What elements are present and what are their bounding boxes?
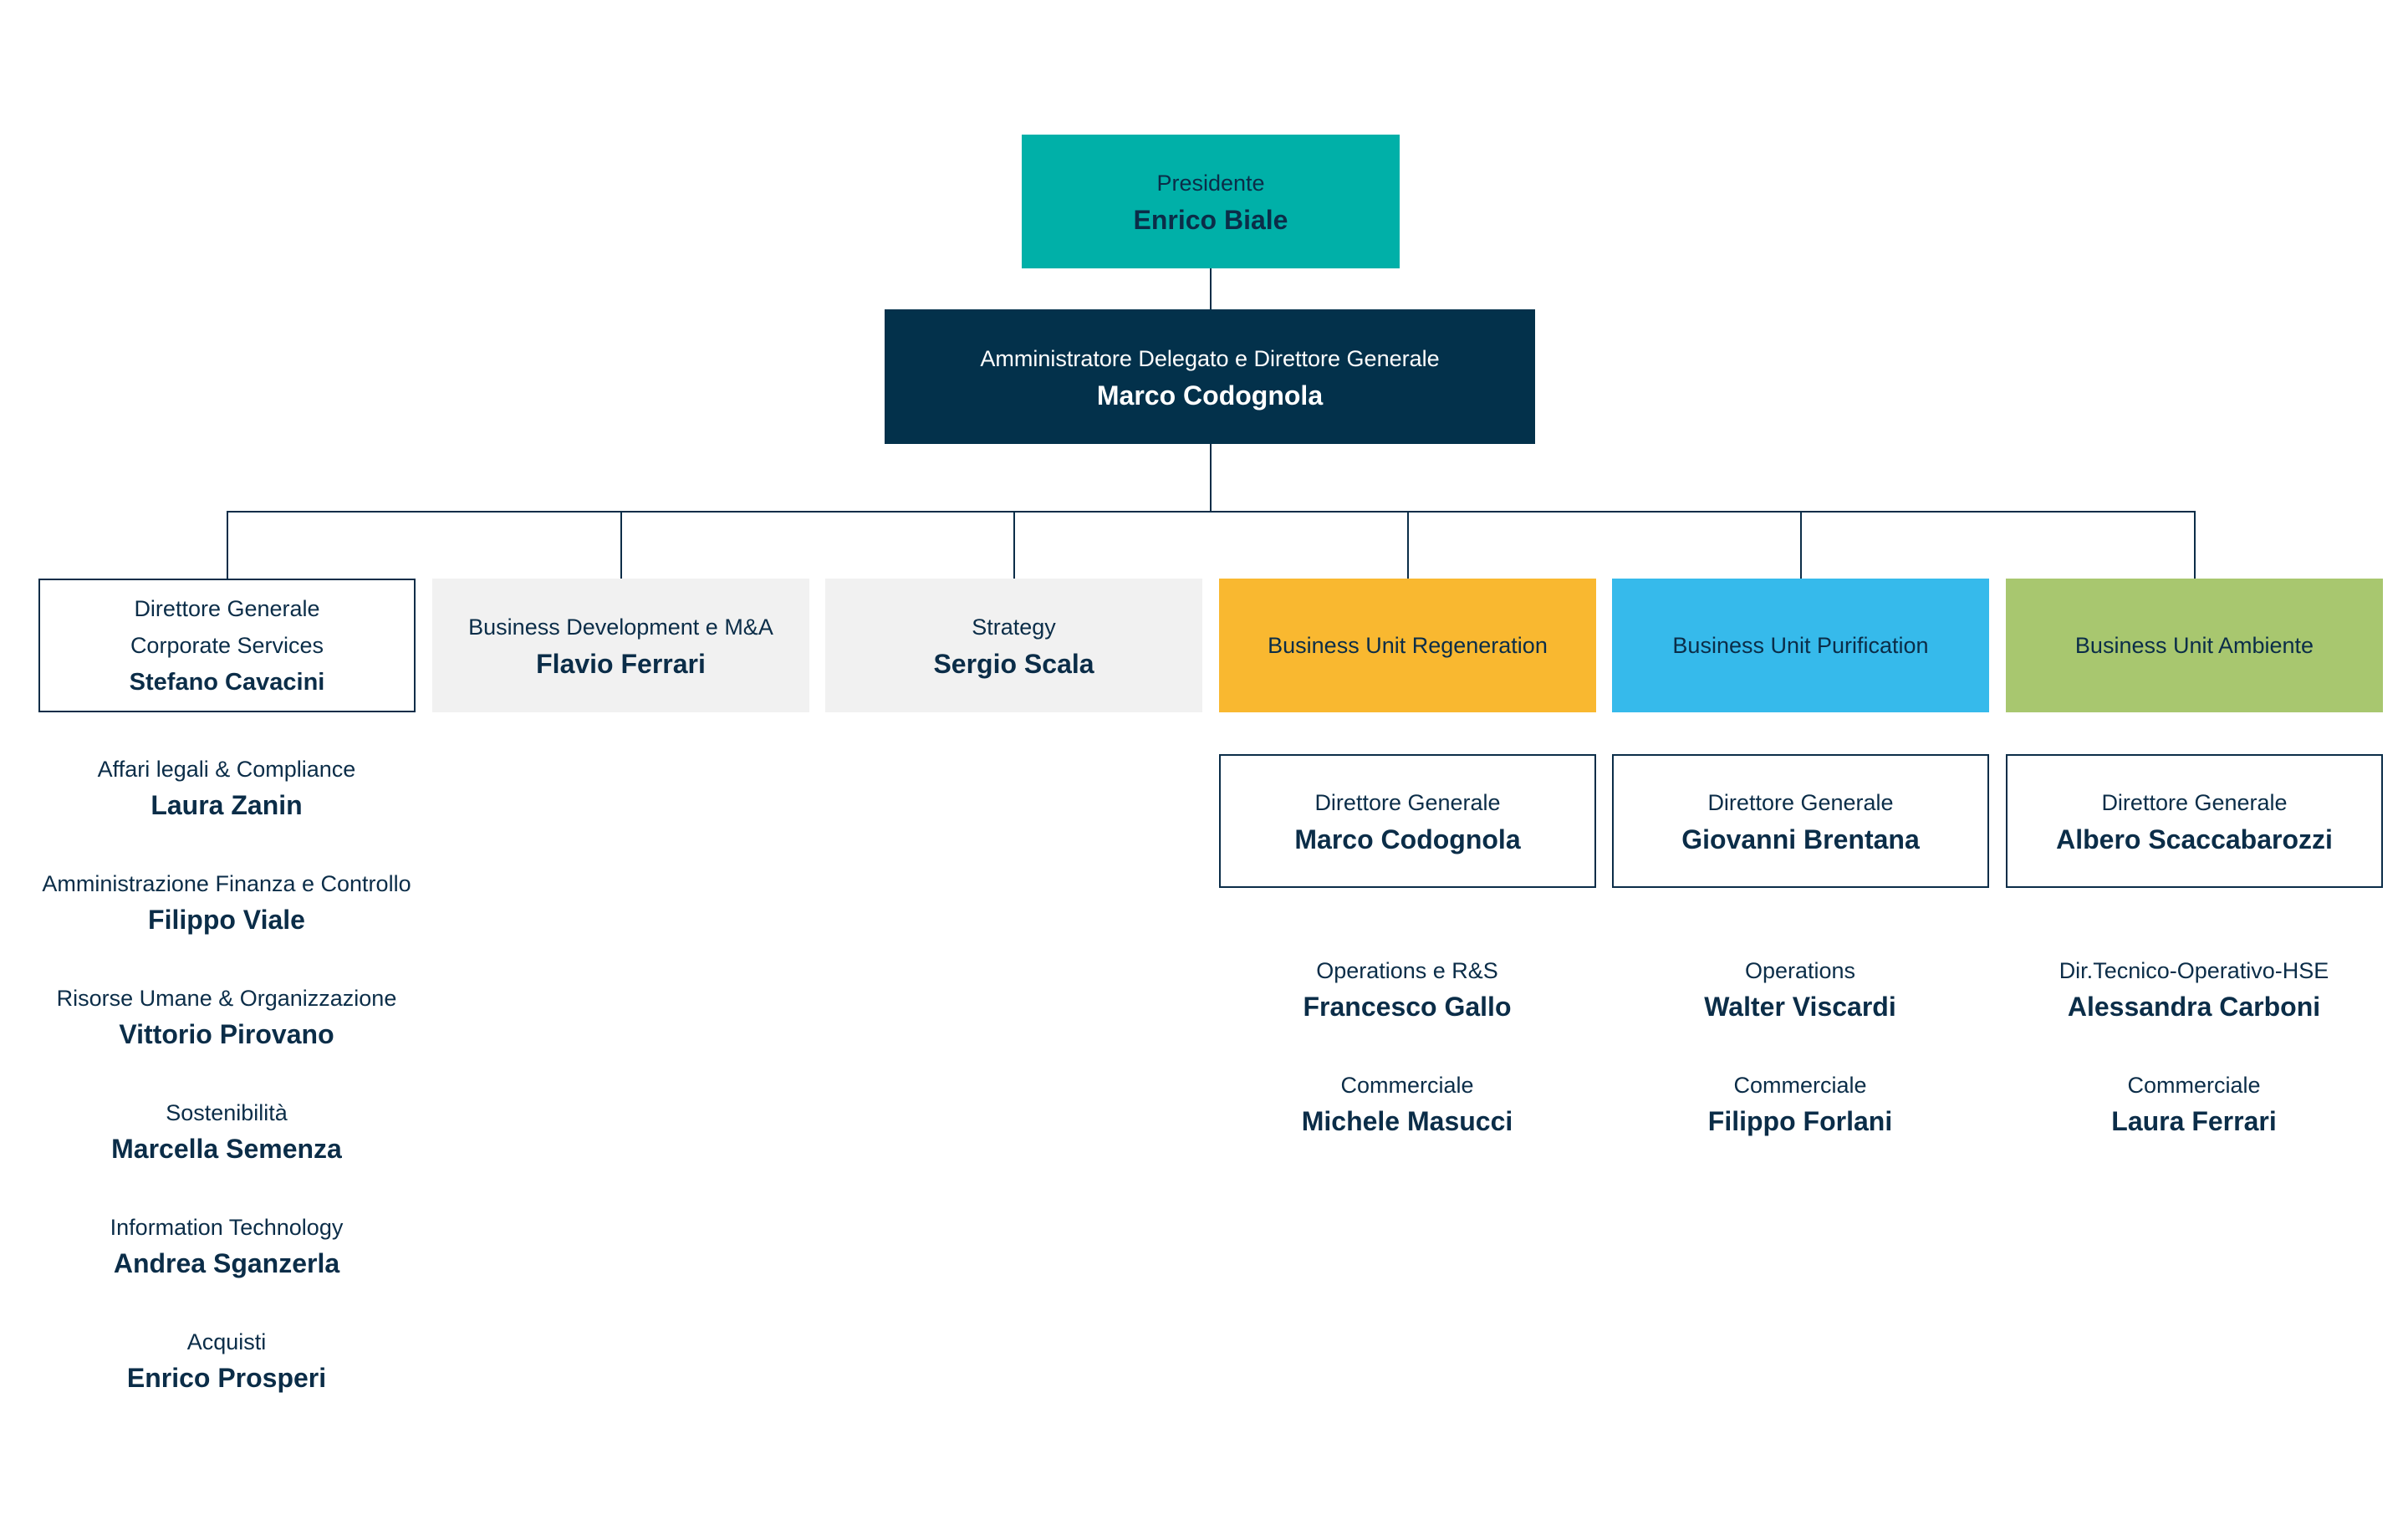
purification-unit-label: Business Unit Purification [1672, 633, 1929, 658]
ambiente-director-name: Albero Scaccabarozzi [2056, 824, 2333, 854]
president-name: Enrico Biale [1133, 205, 1288, 235]
staff-name: Alessandra Carboni [2067, 992, 2321, 1022]
ambiente-unit-label: Business Unit Ambiente [2074, 633, 2314, 658]
staff-name: Francesco Gallo [1303, 992, 1512, 1022]
purification-unit-box: Business Unit Purification [1612, 579, 1989, 712]
corporate-services-box: Direttore Generale Corporate Services St… [38, 579, 416, 712]
regeneration-director-role: Direttore Generale [1314, 790, 1501, 815]
connector-business-development [620, 511, 622, 579]
strategy-name: Sergio Scala [933, 649, 1094, 679]
ambiente-unit-box: Business Unit Ambiente [2006, 579, 2383, 712]
purification-director-name: Giovanni Brentana [1681, 824, 1920, 854]
regeneration-unit-box: Business Unit Regeneration [1219, 579, 1596, 712]
regeneration-director-name: Marco Codognola [1294, 824, 1521, 854]
regeneration-director-box: Direttore Generale Marco Codognola [1219, 754, 1596, 888]
ambiente-director-role: Direttore Generale [2101, 790, 2288, 815]
purification-staff-commercial: Commerciale Filippo Forlani [1608, 1069, 1992, 1140]
corporate-service-name: Vittorio Pirovano [119, 1019, 334, 1049]
strategy-box: Strategy Sergio Scala [825, 579, 1202, 712]
corporate-role-line1: Direttore Generale [134, 596, 320, 621]
corporate-service-role: Sostenibilità [166, 1100, 288, 1125]
corporate-service-finance: Amministrazione Finanza e Controllo Fili… [34, 867, 419, 939]
purification-director-box: Direttore Generale Giovanni Brentana [1612, 754, 1989, 888]
business-development-role: Business Development e M&A [468, 615, 773, 640]
ambiente-staff-commercial: Commerciale Laura Ferrari [2002, 1069, 2386, 1140]
ambiente-director-box: Direttore Generale Albero Scaccabarozzi [2006, 754, 2383, 888]
corporate-service-role: Information Technology [110, 1215, 344, 1240]
corporate-service-name: Andrea Sganzerla [113, 1248, 340, 1278]
president-box: Presidente Enrico Biale [1022, 135, 1400, 268]
president-role: Presidente [1156, 171, 1265, 196]
corporate-service-role: Amministrazione Finanza e Controllo [42, 871, 411, 896]
staff-role: Commerciale [1733, 1073, 1867, 1098]
strategy-role: Strategy [972, 615, 1056, 640]
corporate-service-name: Filippo Viale [148, 905, 305, 935]
ceo-name: Marco Codognola [1096, 380, 1324, 411]
regeneration-unit-label: Business Unit Regeneration [1268, 633, 1548, 658]
corporate-service-purchasing: Acquisti Enrico Prosperi [34, 1325, 419, 1397]
connector-strategy [1013, 511, 1015, 579]
purification-staff-operations: Operations Walter Viscardi [1608, 954, 1992, 1026]
corporate-service-name: Enrico Prosperi [126, 1363, 327, 1393]
staff-role: Operations e R&S [1316, 958, 1498, 983]
staff-role: Commerciale [1340, 1073, 1474, 1098]
corporate-role-line2: Corporate Services [130, 633, 324, 658]
corporate-service-role: Acquisti [186, 1329, 267, 1354]
ceo-role: Amministratore Delegato e Direttore Gene… [980, 345, 1440, 371]
connector-regeneration [1407, 511, 1409, 579]
staff-name: Filippo Forlani [1707, 1106, 1893, 1136]
connector-purification [1800, 511, 1802, 579]
corporate-service-sustainability: Sostenibilità Marcella Semenza [34, 1096, 419, 1168]
regeneration-staff-operations: Operations e R&S Francesco Gallo [1215, 954, 1599, 1026]
staff-name: Walter Viscardi [1704, 992, 1896, 1022]
staff-name: Michele Masucci [1301, 1106, 1513, 1136]
staff-role: Operations [1744, 958, 1856, 983]
corporate-service-name: Laura Zanin [150, 790, 303, 820]
corporate-service-legal: Affari legali & Compliance Laura Zanin [34, 752, 419, 824]
corporate-service-hr: Risorse Umane & Organizzazione Vittorio … [34, 982, 419, 1053]
purification-director-role: Direttore Generale [1707, 790, 1894, 815]
ambiente-staff-technical: Dir.Tecnico-Operativo-HSE Alessandra Car… [2002, 954, 2386, 1026]
business-development-name: Flavio Ferrari [536, 649, 706, 679]
corporate-name: Stefano Cavacini [129, 669, 325, 696]
corporate-service-role: Affari legali & Compliance [97, 757, 356, 782]
business-development-box: Business Development e M&A Flavio Ferrar… [432, 579, 809, 712]
corporate-service-name: Marcella Semenza [111, 1134, 342, 1164]
staff-role: Dir.Tecnico-Operativo-HSE [2059, 958, 2329, 983]
connector-ambiente [2194, 511, 2196, 579]
ceo-box: Amministratore Delegato e Direttore Gene… [885, 309, 1535, 444]
regeneration-staff-commercial: Commerciale Michele Masucci [1215, 1069, 1599, 1140]
connector-corporate [227, 511, 228, 579]
staff-name: Laura Ferrari [2111, 1106, 2277, 1136]
connector-president-ceo [1210, 268, 1212, 309]
connector-ceo-down [1210, 443, 1212, 512]
connector-horizontal [227, 511, 2196, 513]
corporate-service-role: Risorse Umane & Organizzazione [56, 986, 397, 1011]
corporate-service-it: Information Technology Andrea Sganzerla [34, 1211, 419, 1283]
staff-role: Commerciale [2127, 1073, 2261, 1098]
